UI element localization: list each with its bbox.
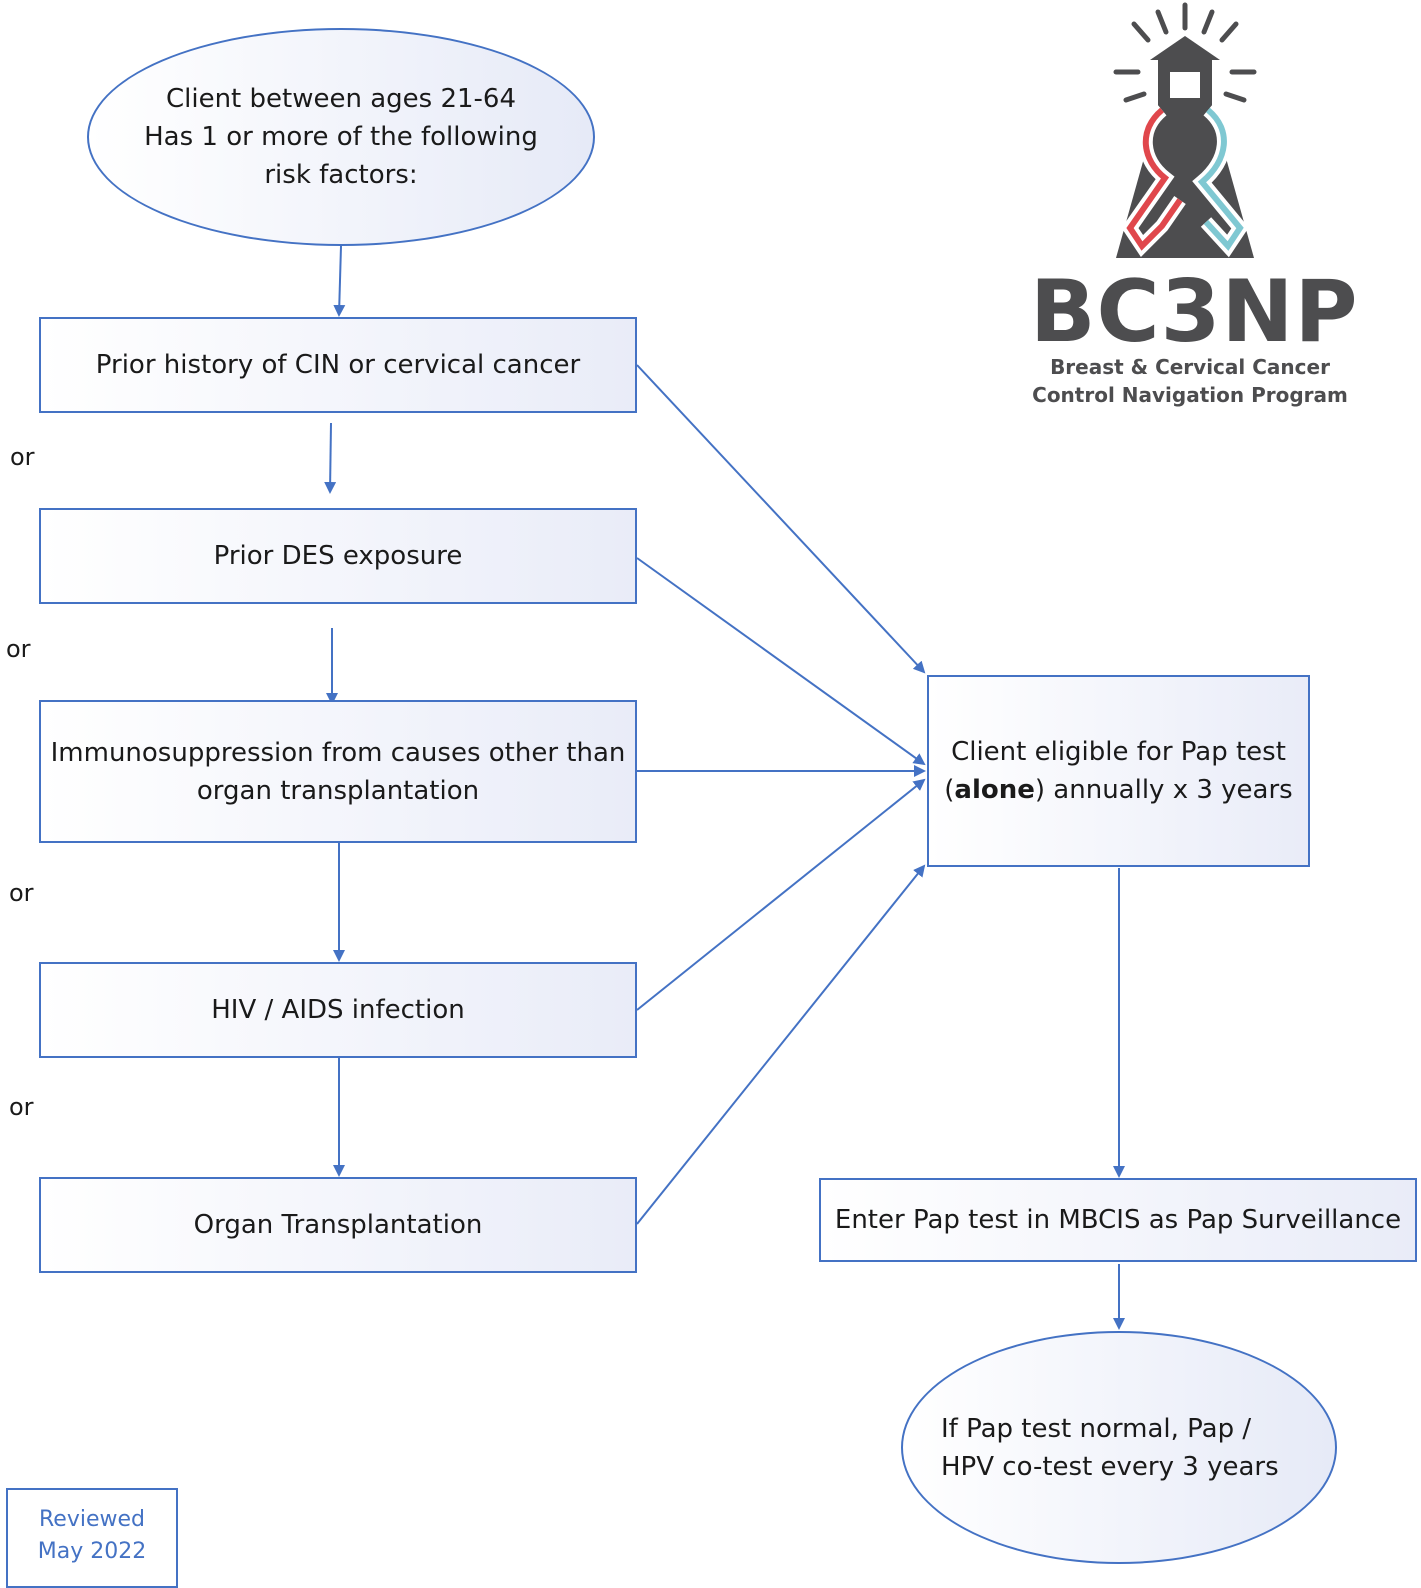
or-label-1: or	[10, 443, 35, 471]
eligible-alone-emphasis: alone	[954, 775, 1035, 805]
risk-factor-hiv-label: HIV / AIDS infection	[211, 995, 465, 1025]
eligible-line-2: (alone) annually x 3 years	[944, 771, 1292, 809]
start-line-2: Has 1 or more of the following	[144, 122, 538, 152]
or-label-3: or	[9, 879, 34, 907]
reviewed-date-box: Reviewed May 2022	[6, 1488, 178, 1588]
start-line-1: Client between ages 21-64	[165, 84, 516, 114]
risk-factor-immuno-line-2: organ transplantation	[196, 775, 480, 806]
logo-subtitle-2: Control Navigation Program	[1032, 383, 1348, 407]
risk-factor-organ-label: Organ Transplantation	[193, 1210, 483, 1240]
arrow-hiv-to-eligible	[636, 778, 926, 1011]
reviewed-label: Reviewed	[39, 1507, 145, 1532]
risk-factor-des-box: Prior DES exposure	[39, 508, 637, 604]
end-oval: If Pap test normal, Pap / HPV co-test ev…	[901, 1331, 1337, 1564]
eligible-box: Client eligible for Pap test (alone) ann…	[927, 675, 1310, 867]
arrow-des-to-eligible	[636, 557, 926, 766]
risk-factor-organ-box: Organ Transplantation	[39, 1177, 637, 1273]
eligible-line-2-rest: ) annually x 3 years	[1034, 775, 1293, 805]
end-line-2: HPV co-test every 3 years	[941, 1451, 1279, 1482]
end-line-1: If Pap test normal, Pap /	[941, 1413, 1252, 1444]
risk-factor-immuno-line-1: Immunosuppression from causes other than	[50, 737, 626, 768]
arrow-cin-to-des	[324, 422, 337, 494]
eligible-paren-open: (	[944, 775, 955, 805]
start-oval: Client between ages 21-64 Has 1 or more …	[87, 28, 595, 246]
enter-pap-label: Enter Pap test in MBCIS as Pap Surveilla…	[834, 1205, 1402, 1235]
enter-pap-box: Enter Pap test in MBCIS as Pap Surveilla…	[819, 1178, 1417, 1262]
risk-factor-cin-box: Prior history of CIN or cervical cancer	[39, 317, 637, 413]
arrow-start-to-cin	[333, 245, 346, 317]
risk-factor-hiv-box: HIV / AIDS infection	[39, 962, 637, 1058]
arrow-organ-to-eligible	[636, 864, 926, 1225]
start-line-3: risk factors:	[264, 160, 418, 190]
or-label-2: or	[6, 635, 31, 663]
arrow-cin-to-eligible	[636, 364, 926, 674]
lighthouse-ribbon-icon	[1113, 2, 1257, 258]
reviewed-date: May 2022	[37, 1539, 147, 1564]
logo-wordmark: BC3NP	[1030, 262, 1359, 362]
risk-factor-immuno-box: Immunosuppression from causes other than…	[39, 700, 637, 843]
logo-subtitle-1: Breast & Cervical Cancer	[1050, 355, 1330, 379]
or-label-4: or	[9, 1093, 34, 1121]
bc3np-logo: BC3NP Breast & Cervical Cancer Control N…	[1030, 0, 1359, 420]
risk-factor-des-label: Prior DES exposure	[213, 541, 463, 571]
risk-factor-cin-label: Prior history of CIN or cervical cancer	[95, 350, 581, 380]
eligible-line-1: Client eligible for Pap test	[951, 737, 1286, 767]
